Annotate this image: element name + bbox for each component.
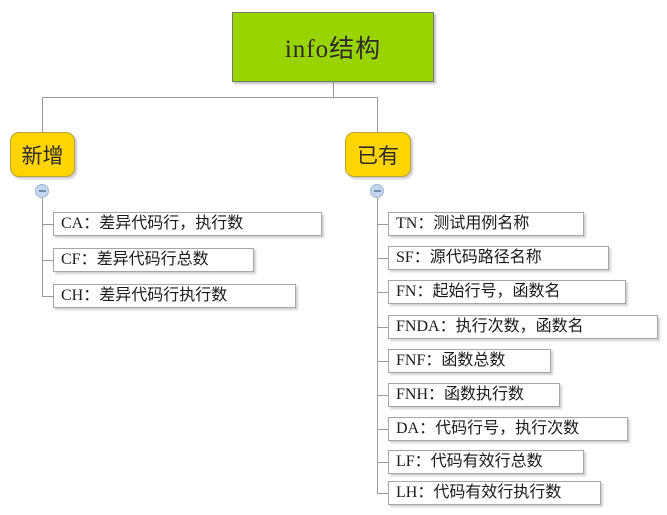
connector-stub-right-9 [377, 493, 388, 494]
leaf-node-label: LF：代码有效行总数 [396, 453, 543, 470]
connector-stub-right-3 [377, 292, 388, 293]
connector-stub-right-7 [377, 429, 388, 430]
connector-stub-right-5 [377, 361, 388, 362]
minus-glyph [38, 190, 46, 192]
leaf-node[interactable]: TN：测试用例名称 [388, 212, 584, 236]
connector-stub-right-1 [377, 224, 388, 225]
connector-stub-right-8 [377, 462, 388, 463]
connector-stub-right-2 [377, 258, 388, 259]
collapse-minus-icon-new[interactable] [35, 184, 49, 198]
branch-node-existing-label: 已有 [357, 143, 399, 168]
leaf-node[interactable]: DA：代码行号，执行次数 [388, 417, 628, 441]
connector-stub-right-4 [377, 327, 388, 328]
leaf-node[interactable]: SF：源代码路径名称 [388, 246, 609, 270]
root-node-label: info结构 [284, 36, 382, 63]
connector-root-stem [333, 82, 334, 98]
branch-node-existing[interactable]: 已有 [345, 132, 411, 177]
leaf-node[interactable]: FNF：函数总数 [388, 349, 551, 373]
leaf-node-label: FNF：函数总数 [396, 352, 506, 369]
connector-root-bar [42, 97, 378, 98]
leaf-node[interactable]: FN：起始行号，函数名 [388, 280, 626, 304]
leaf-node-label: SF：源代码路径名称 [396, 249, 542, 266]
leaf-node-label: FNDA：执行次数，函数名 [396, 318, 584, 335]
connector-to-branch-left [42, 97, 43, 133]
leaf-node[interactable]: FNDA：执行次数，函数名 [388, 315, 658, 339]
leaf-node-label: CH：差异代码行执行数 [61, 287, 228, 304]
leaf-node-label: LH：代码有效行执行数 [396, 484, 562, 501]
collapse-minus-icon-existing[interactable] [370, 184, 384, 198]
leaf-node-label: CF：差异代码行总数 [61, 251, 209, 268]
leaf-node-label: FNH：函数执行数 [396, 386, 525, 403]
leaf-node[interactable]: CF：差异代码行总数 [53, 248, 254, 272]
leaf-node[interactable]: FNH：函数执行数 [388, 383, 560, 407]
connector-stub-left-2 [42, 260, 53, 261]
connector-trunk-left [42, 191, 43, 296]
connector-stub-left-1 [42, 224, 53, 225]
connector-stub-right-6 [377, 395, 388, 396]
connector-stub-left-3 [42, 296, 53, 297]
leaf-node[interactable]: CA：差异代码行，执行数 [53, 212, 322, 236]
leaf-node[interactable]: LH：代码有效行执行数 [388, 481, 601, 505]
root-node[interactable]: info结构 [232, 12, 434, 82]
leaf-node[interactable]: CH：差异代码行执行数 [53, 284, 296, 308]
leaf-node-label: FN：起始行号，函数名 [396, 283, 561, 300]
leaf-node-label: DA：代码行号，执行次数 [396, 420, 580, 437]
branch-node-new[interactable]: 新增 [10, 132, 75, 177]
leaf-node[interactable]: LF：代码有效行总数 [388, 450, 584, 474]
connector-trunk-right [377, 191, 378, 493]
leaf-node-label: TN：测试用例名称 [396, 215, 530, 232]
branch-node-new-label: 新增 [21, 143, 64, 168]
connector-to-branch-right [377, 97, 378, 133]
leaf-node-label: CA：差异代码行，执行数 [61, 215, 244, 232]
minus-glyph [373, 190, 381, 192]
